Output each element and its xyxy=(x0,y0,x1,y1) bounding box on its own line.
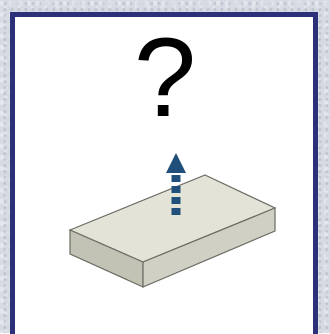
illustration-canvas xyxy=(0,0,330,333)
